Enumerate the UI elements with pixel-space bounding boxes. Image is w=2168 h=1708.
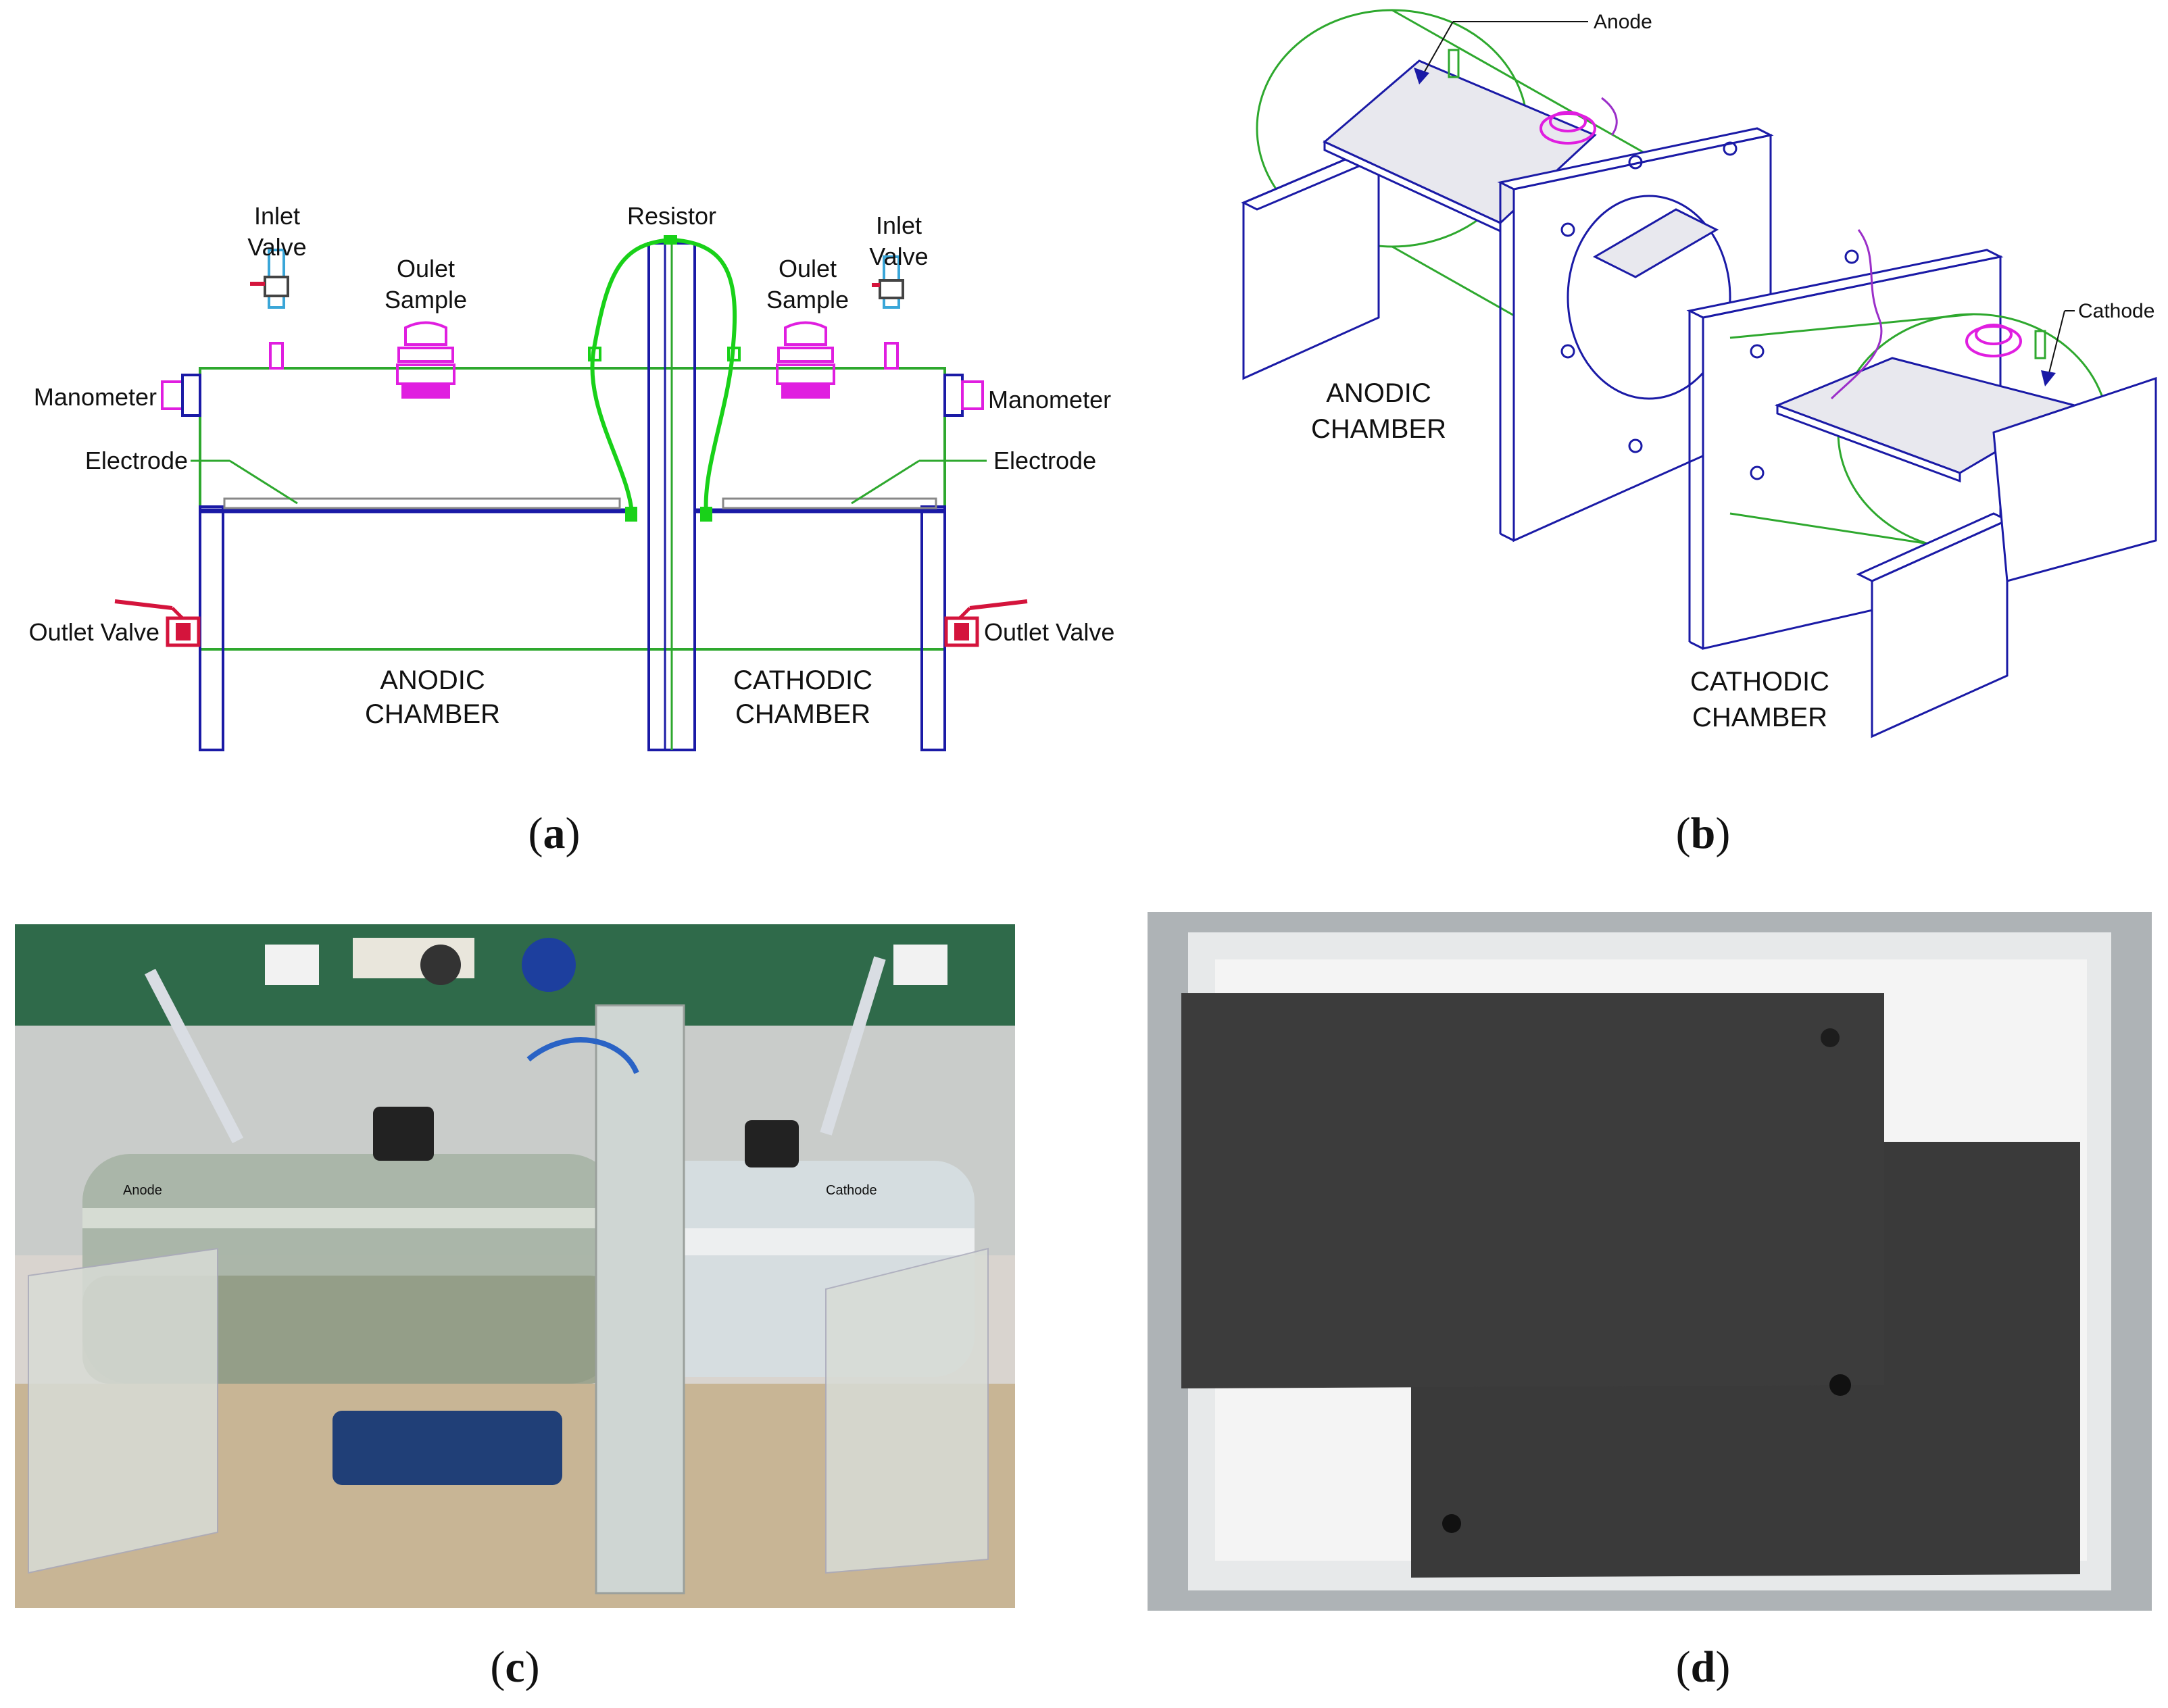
label-anodic-chamber-b-2: CHAMBER <box>1311 414 1446 444</box>
caption-d: (d) <box>1675 1642 1731 1692</box>
anode-felt <box>1181 993 1884 1388</box>
caption-b: (b) <box>1675 809 1731 858</box>
label-anodic-chamber-2: CHAMBER <box>365 699 500 729</box>
panel-a-schematic: Inlet Valve Oulet Sample Resistor Oulet … <box>29 202 1114 751</box>
label-outlet-valve-right: Outlet Valve <box>984 618 1114 646</box>
label-cathode: Cathode <box>2078 300 2154 322</box>
left-leg <box>199 505 224 751</box>
outlet-valve-left-icon <box>114 599 201 647</box>
label-outlet-sample-left: Oulet <box>397 255 455 282</box>
label-cathodic-chamber: CATHODIC <box>733 665 872 695</box>
label-electrode-right: Electrode <box>993 447 1096 474</box>
label-outlet-valve-left: Outlet Valve <box>29 618 159 646</box>
label-inlet-valve-right-2: Valve <box>869 243 928 270</box>
caption-c: (c) <box>490 1642 540 1692</box>
outlet-valve-right-icon <box>944 599 1028 647</box>
label-cathodic-chamber-b-2: CHAMBER <box>1692 703 1827 732</box>
label-inlet-valve-left: Inlet <box>254 202 300 230</box>
electrode-left <box>223 497 621 509</box>
label-cathodic-chamber-b: CATHODIC <box>1690 667 1829 697</box>
label-outlet-sample-right: Oulet <box>779 255 837 282</box>
label-outlet-sample-right-2: Sample <box>766 286 849 313</box>
label-inlet-valve-left-2: Valve <box>247 233 306 261</box>
manometer-right-icon <box>943 374 984 417</box>
label-anode: Anode <box>1594 11 1652 33</box>
resistor-wire <box>590 237 737 514</box>
outlet-sample-left-icon <box>396 321 455 399</box>
photo-electrodes <box>1148 912 2152 1611</box>
electrode-right <box>722 497 937 509</box>
label-outlet-sample-left-2: Sample <box>385 286 467 313</box>
label-electrode-left: Electrode <box>85 447 188 474</box>
inlet-valve-left-icon <box>250 249 289 370</box>
manometer-left-icon <box>161 374 201 417</box>
label-anodic-chamber-b: ANODIC <box>1326 378 1431 408</box>
photo-reactor: Anode Cathode <box>15 924 1015 1608</box>
label-cathodic-chamber-2: CHAMBER <box>735 699 870 729</box>
caption-a: (a) <box>528 809 581 858</box>
photo-label-anode: Anode <box>123 1183 162 1198</box>
label-anodic-chamber: ANODIC <box>380 665 485 695</box>
label-inlet-valve-right: Inlet <box>876 211 922 239</box>
photo-label-cathode: Cathode <box>826 1183 877 1198</box>
panel-b-isometric: Anode Cathode ANODIC CHAMBER CATHODIC CH… <box>1241 9 2157 738</box>
label-manometer-right: Manometer <box>988 386 1111 413</box>
panel-d-photo <box>1148 912 2152 1611</box>
panel-c-photo: Anode Cathode <box>15 924 1015 1608</box>
right-leg <box>920 505 946 751</box>
inlet-valve-right-icon <box>872 255 904 370</box>
label-manometer-left: Manometer <box>34 383 157 411</box>
label-resistor: Resistor <box>627 202 716 230</box>
outlet-sample-right-icon <box>776 321 835 399</box>
